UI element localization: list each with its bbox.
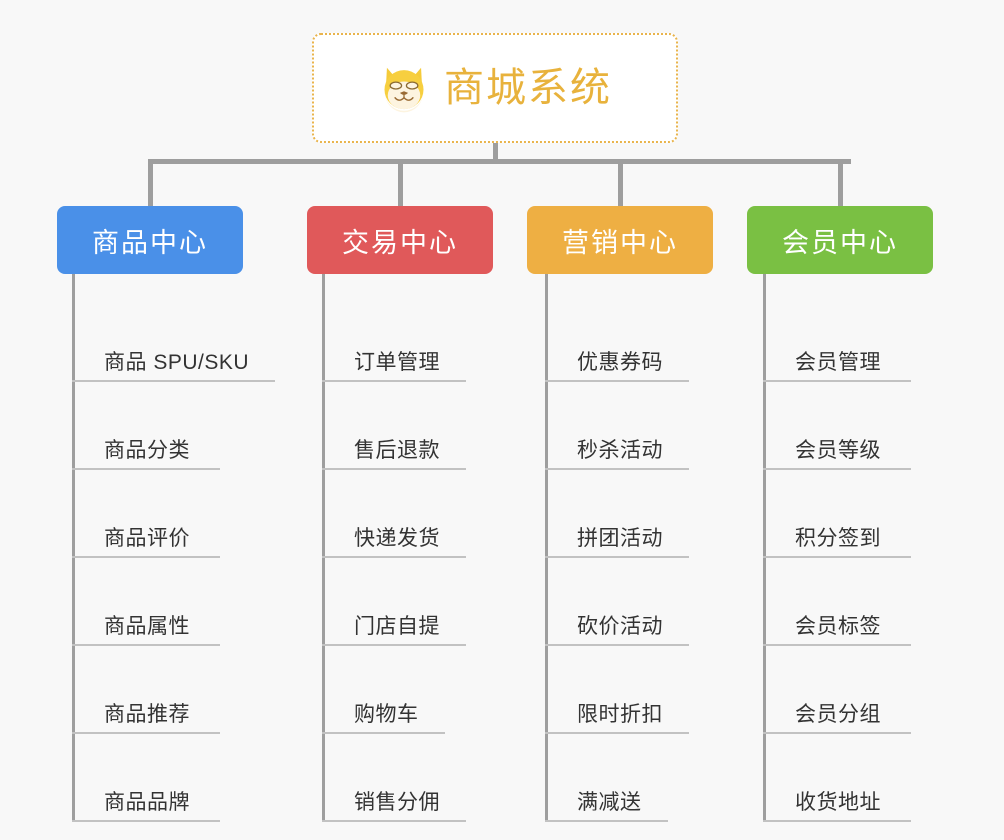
leaf-item-label: 限时折扣 <box>577 703 663 726</box>
leaf-item-underline <box>72 644 220 646</box>
leaf-item[interactable]: 砍价活动 <box>545 558 689 646</box>
leaf-item-label: 销售分佣 <box>354 791 440 814</box>
leaf-item-label: 商品推荐 <box>104 703 190 726</box>
leaf-item[interactable]: 满减送 <box>545 734 668 822</box>
dog-face-icon <box>378 62 430 114</box>
leaf-item-underline <box>545 820 668 822</box>
leaf-item-label: 商品品牌 <box>104 791 190 814</box>
leaf-item-underline <box>763 556 911 558</box>
connector-root-stem <box>493 143 498 163</box>
leaf-item-label: 售后退款 <box>354 439 440 462</box>
leaf-item-underline <box>763 820 911 822</box>
leaf-item[interactable]: 收货地址 <box>763 734 911 822</box>
leaf-item[interactable]: 快递发货 <box>322 470 466 558</box>
leaf-item-label: 快递发货 <box>354 527 440 550</box>
leaf-item-label: 拼团活动 <box>577 527 663 550</box>
leaf-item[interactable]: 购物车 <box>322 646 445 734</box>
leaf-item-label: 门店自提 <box>354 615 440 638</box>
category-box-3[interactable]: 营销中心 <box>527 206 713 274</box>
leaf-item[interactable]: 会员分组 <box>763 646 911 734</box>
connector-drop-2 <box>398 159 403 206</box>
leaf-item[interactable]: 订单管理 <box>322 294 466 382</box>
leaf-item[interactable]: 会员标签 <box>763 558 911 646</box>
leaf-item-underline <box>763 468 911 470</box>
leaf-item[interactable]: 商品评价 <box>72 470 220 558</box>
root-title: 商城系统 <box>444 66 612 110</box>
leaf-item-underline <box>545 644 689 646</box>
branch-spine-2 <box>322 274 325 822</box>
category-box-2[interactable]: 交易中心 <box>307 206 493 274</box>
connector-drop-4 <box>838 159 843 206</box>
leaf-item-label: 商品评价 <box>104 527 190 550</box>
leaf-item-label: 砍价活动 <box>577 615 663 638</box>
leaf-item-label: 会员标签 <box>795 615 881 638</box>
branch-spine-3 <box>545 274 548 822</box>
connector-horizontal-bus <box>148 159 851 164</box>
leaf-item[interactable]: 积分签到 <box>763 470 911 558</box>
leaf-item-label: 会员分组 <box>795 703 881 726</box>
leaf-item-label: 商品分类 <box>104 439 190 462</box>
leaf-item-label: 满减送 <box>577 791 642 814</box>
leaf-item-underline <box>322 468 466 470</box>
leaf-item[interactable]: 优惠券码 <box>545 294 689 382</box>
connector-drop-1 <box>148 159 153 206</box>
leaf-item-underline <box>72 820 220 822</box>
root-node[interactable]: 商城系统 <box>312 33 678 143</box>
leaf-item-label: 购物车 <box>354 703 419 726</box>
category-box-1[interactable]: 商品中心 <box>57 206 243 274</box>
leaf-item-underline <box>72 468 220 470</box>
leaf-item-underline <box>72 380 275 382</box>
leaf-item-underline <box>545 732 689 734</box>
leaf-item-underline <box>322 732 445 734</box>
leaf-item[interactable]: 商品分类 <box>72 382 220 470</box>
leaf-item-underline <box>763 644 911 646</box>
leaf-item-underline <box>545 380 689 382</box>
leaf-item-underline <box>545 468 689 470</box>
connector-drop-3 <box>618 159 623 206</box>
branch-spine-1 <box>72 274 75 822</box>
leaf-item-underline <box>322 644 466 646</box>
leaf-item-underline <box>763 732 911 734</box>
leaf-item[interactable]: 商品 SPU/SKU <box>72 294 275 382</box>
leaf-item[interactable]: 会员管理 <box>763 294 911 382</box>
leaf-item[interactable]: 商品推荐 <box>72 646 220 734</box>
leaf-item-label: 订单管理 <box>354 351 440 374</box>
leaf-item[interactable]: 销售分佣 <box>322 734 466 822</box>
leaf-item-underline <box>322 380 466 382</box>
leaf-item[interactable]: 商品属性 <box>72 558 220 646</box>
leaf-item[interactable]: 秒杀活动 <box>545 382 689 470</box>
leaf-item-underline <box>72 556 220 558</box>
leaf-item-label: 优惠券码 <box>577 351 663 374</box>
leaf-item[interactable]: 会员等级 <box>763 382 911 470</box>
leaf-item[interactable]: 限时折扣 <box>545 646 689 734</box>
leaf-item-label: 积分签到 <box>795 527 881 550</box>
category-box-4[interactable]: 会员中心 <box>747 206 933 274</box>
branch-spine-4 <box>763 274 766 822</box>
leaf-item-underline <box>545 556 689 558</box>
leaf-item[interactable]: 门店自提 <box>322 558 466 646</box>
leaf-item-underline <box>763 380 911 382</box>
leaf-item-label: 商品 SPU/SKU <box>104 351 250 374</box>
leaf-item-underline <box>72 732 220 734</box>
leaf-item-underline <box>322 556 466 558</box>
leaf-item[interactable]: 售后退款 <box>322 382 466 470</box>
leaf-item-label: 商品属性 <box>104 615 190 638</box>
leaf-item-label: 会员等级 <box>795 439 881 462</box>
leaf-item-label: 会员管理 <box>795 351 881 374</box>
leaf-item-underline <box>322 820 466 822</box>
leaf-item-label: 收货地址 <box>795 791 881 814</box>
leaf-item-label: 秒杀活动 <box>577 439 663 462</box>
leaf-item[interactable]: 商品品牌 <box>72 734 220 822</box>
leaf-item[interactable]: 拼团活动 <box>545 470 689 558</box>
